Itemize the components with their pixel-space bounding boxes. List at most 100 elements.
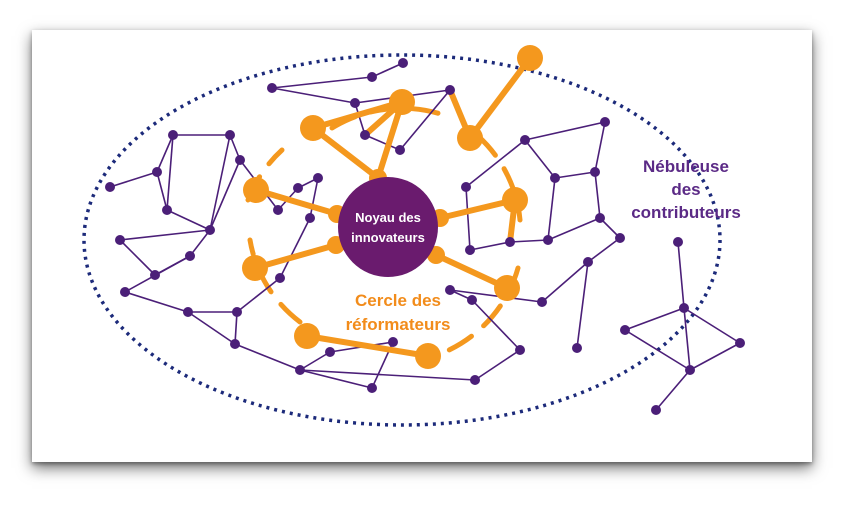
contributor-node [367, 383, 377, 393]
contributor-link [209, 159, 241, 231]
reformer-node [243, 177, 269, 203]
contributor-node [505, 237, 515, 247]
contributor-node [735, 338, 745, 348]
contributor-link [236, 277, 281, 313]
reformer-link [310, 125, 381, 181]
contributor-link [465, 139, 526, 188]
contributor-node [205, 225, 215, 235]
contributor-link [364, 134, 401, 151]
contributor-node [295, 365, 305, 375]
reformer-node [242, 255, 268, 281]
contributor-link [371, 62, 404, 78]
contributor-link [594, 171, 601, 219]
contributor-node [620, 325, 630, 335]
contributor-link [271, 76, 373, 89]
reformer-link [252, 242, 339, 271]
contributor-link [156, 134, 174, 173]
contributor-node [590, 167, 600, 177]
contributor-nodes [105, 58, 745, 415]
reformer-node [502, 187, 528, 213]
contributor-node [225, 130, 235, 140]
contributor-link [474, 349, 521, 381]
contributor-link [683, 307, 691, 371]
contributor-link [189, 229, 211, 257]
contributor-node [350, 98, 360, 108]
contributor-node [520, 135, 530, 145]
contributor-link [309, 177, 319, 219]
contributor-link [465, 186, 471, 251]
contributor-link [449, 289, 543, 303]
contributor-node [543, 235, 553, 245]
outer-label-line2: des [671, 180, 700, 199]
contributor-node [120, 287, 130, 297]
reformer-links [252, 55, 533, 359]
contributor-node [273, 205, 283, 215]
core-label-line1: Noyau des [355, 210, 421, 225]
contributor-node [537, 297, 547, 307]
contributor-link [166, 134, 174, 211]
contributor-node [275, 273, 285, 283]
contributor-node [398, 58, 408, 68]
contributor-link [524, 139, 556, 179]
reformer-node [415, 343, 441, 369]
contributor-link [271, 87, 356, 104]
contributor-link [156, 171, 168, 211]
contributor-link [109, 171, 158, 188]
contributor-node [105, 182, 115, 192]
contributor-node [168, 130, 178, 140]
contributor-node [367, 72, 377, 82]
ring-label-line2: réformateurs [346, 315, 451, 334]
contributor-link [166, 209, 211, 231]
contributor-link [624, 307, 685, 331]
contributor-node [162, 205, 172, 215]
contributor-node [673, 237, 683, 247]
reformer-node [389, 89, 415, 115]
outer-label-line1: Nébuleuse [643, 157, 729, 176]
contributor-node [679, 303, 689, 313]
contributor-node [470, 375, 480, 385]
contributor-node [615, 233, 625, 243]
core-label-line2: innovateurs [351, 230, 425, 245]
contributor-link [124, 291, 189, 313]
contributor-link [524, 121, 606, 141]
contributor-link [594, 121, 606, 173]
contributor-node [293, 183, 303, 193]
contributor-node [595, 213, 605, 223]
contributor-node [550, 173, 560, 183]
contributor-node [232, 307, 242, 317]
contributor-node [388, 337, 398, 347]
reformer-link [433, 252, 510, 291]
contributor-node [230, 339, 240, 349]
outer-nebula-boundary [82, 53, 722, 427]
contributor-link [509, 239, 549, 243]
contributor-node [150, 270, 160, 280]
contributor-node [651, 405, 661, 415]
reformer-node [494, 275, 520, 301]
contributor-link [471, 299, 521, 351]
contributor-node [461, 182, 471, 192]
contributor-link [234, 343, 301, 371]
reformer-node [294, 323, 320, 349]
contributor-node [115, 235, 125, 245]
reformer-node [457, 125, 483, 151]
contributor-link [119, 239, 156, 276]
contributor-node [152, 167, 162, 177]
contributor-node [183, 307, 193, 317]
contributor-link [689, 342, 741, 371]
contributor-link [541, 261, 589, 303]
contributor-link [624, 329, 691, 371]
contributor-links [109, 62, 741, 411]
ring-label-line1: Cercle des [355, 291, 441, 310]
contributor-link [554, 171, 596, 179]
contributor-node [185, 251, 195, 261]
reformer-link [310, 99, 405, 131]
contributor-node [360, 130, 370, 140]
contributor-link [683, 307, 741, 344]
contributor-node [305, 213, 315, 223]
reformer-link [304, 333, 431, 359]
contributor-node [467, 295, 477, 305]
contributor-link [547, 217, 601, 241]
reformer-node [300, 115, 326, 141]
contributor-link [655, 369, 691, 411]
